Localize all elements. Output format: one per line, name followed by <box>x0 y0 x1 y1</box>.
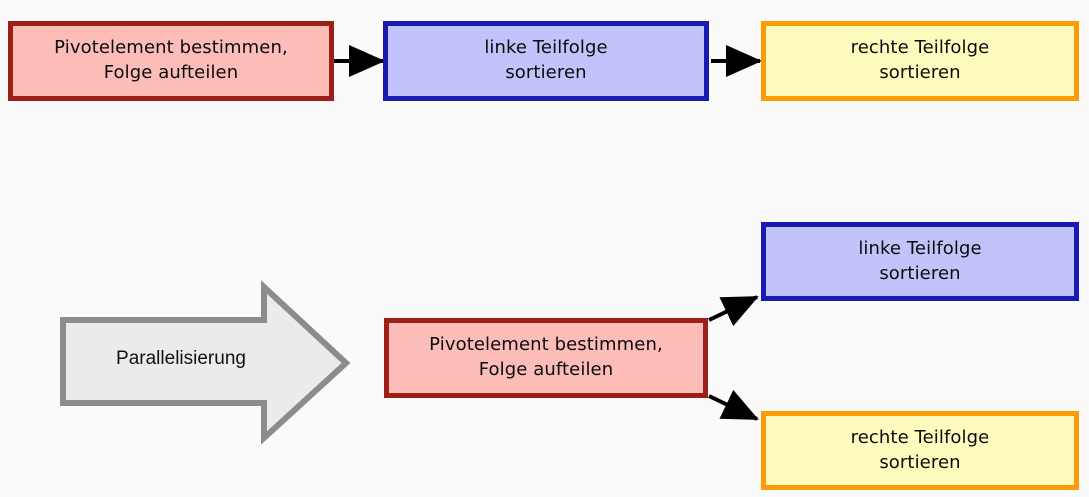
node-bottom-pivot[interactable]: Pivotelement bestimmen, Folge aufteilen <box>384 318 708 398</box>
connector-bottom-pivot-to-right <box>708 389 759 421</box>
node-top-pivot[interactable]: Pivotelement bestimmen, Folge aufteilen <box>8 21 334 101</box>
node-bottom-left-subsequence[interactable]: linke Teilfolge sortieren <box>761 222 1079 301</box>
node-bottom-right-subsequence[interactable]: rechte Teilfolge sortieren <box>761 411 1079 490</box>
node-top-right-subsequence[interactable]: rechte Teilfolge sortieren <box>761 21 1079 101</box>
connector-bottom-pivot-to-left <box>708 295 759 327</box>
node-top-left-subsequence[interactable]: linke Teilfolge sortieren <box>383 21 709 101</box>
parallelisierung-block-arrow <box>60 280 351 445</box>
